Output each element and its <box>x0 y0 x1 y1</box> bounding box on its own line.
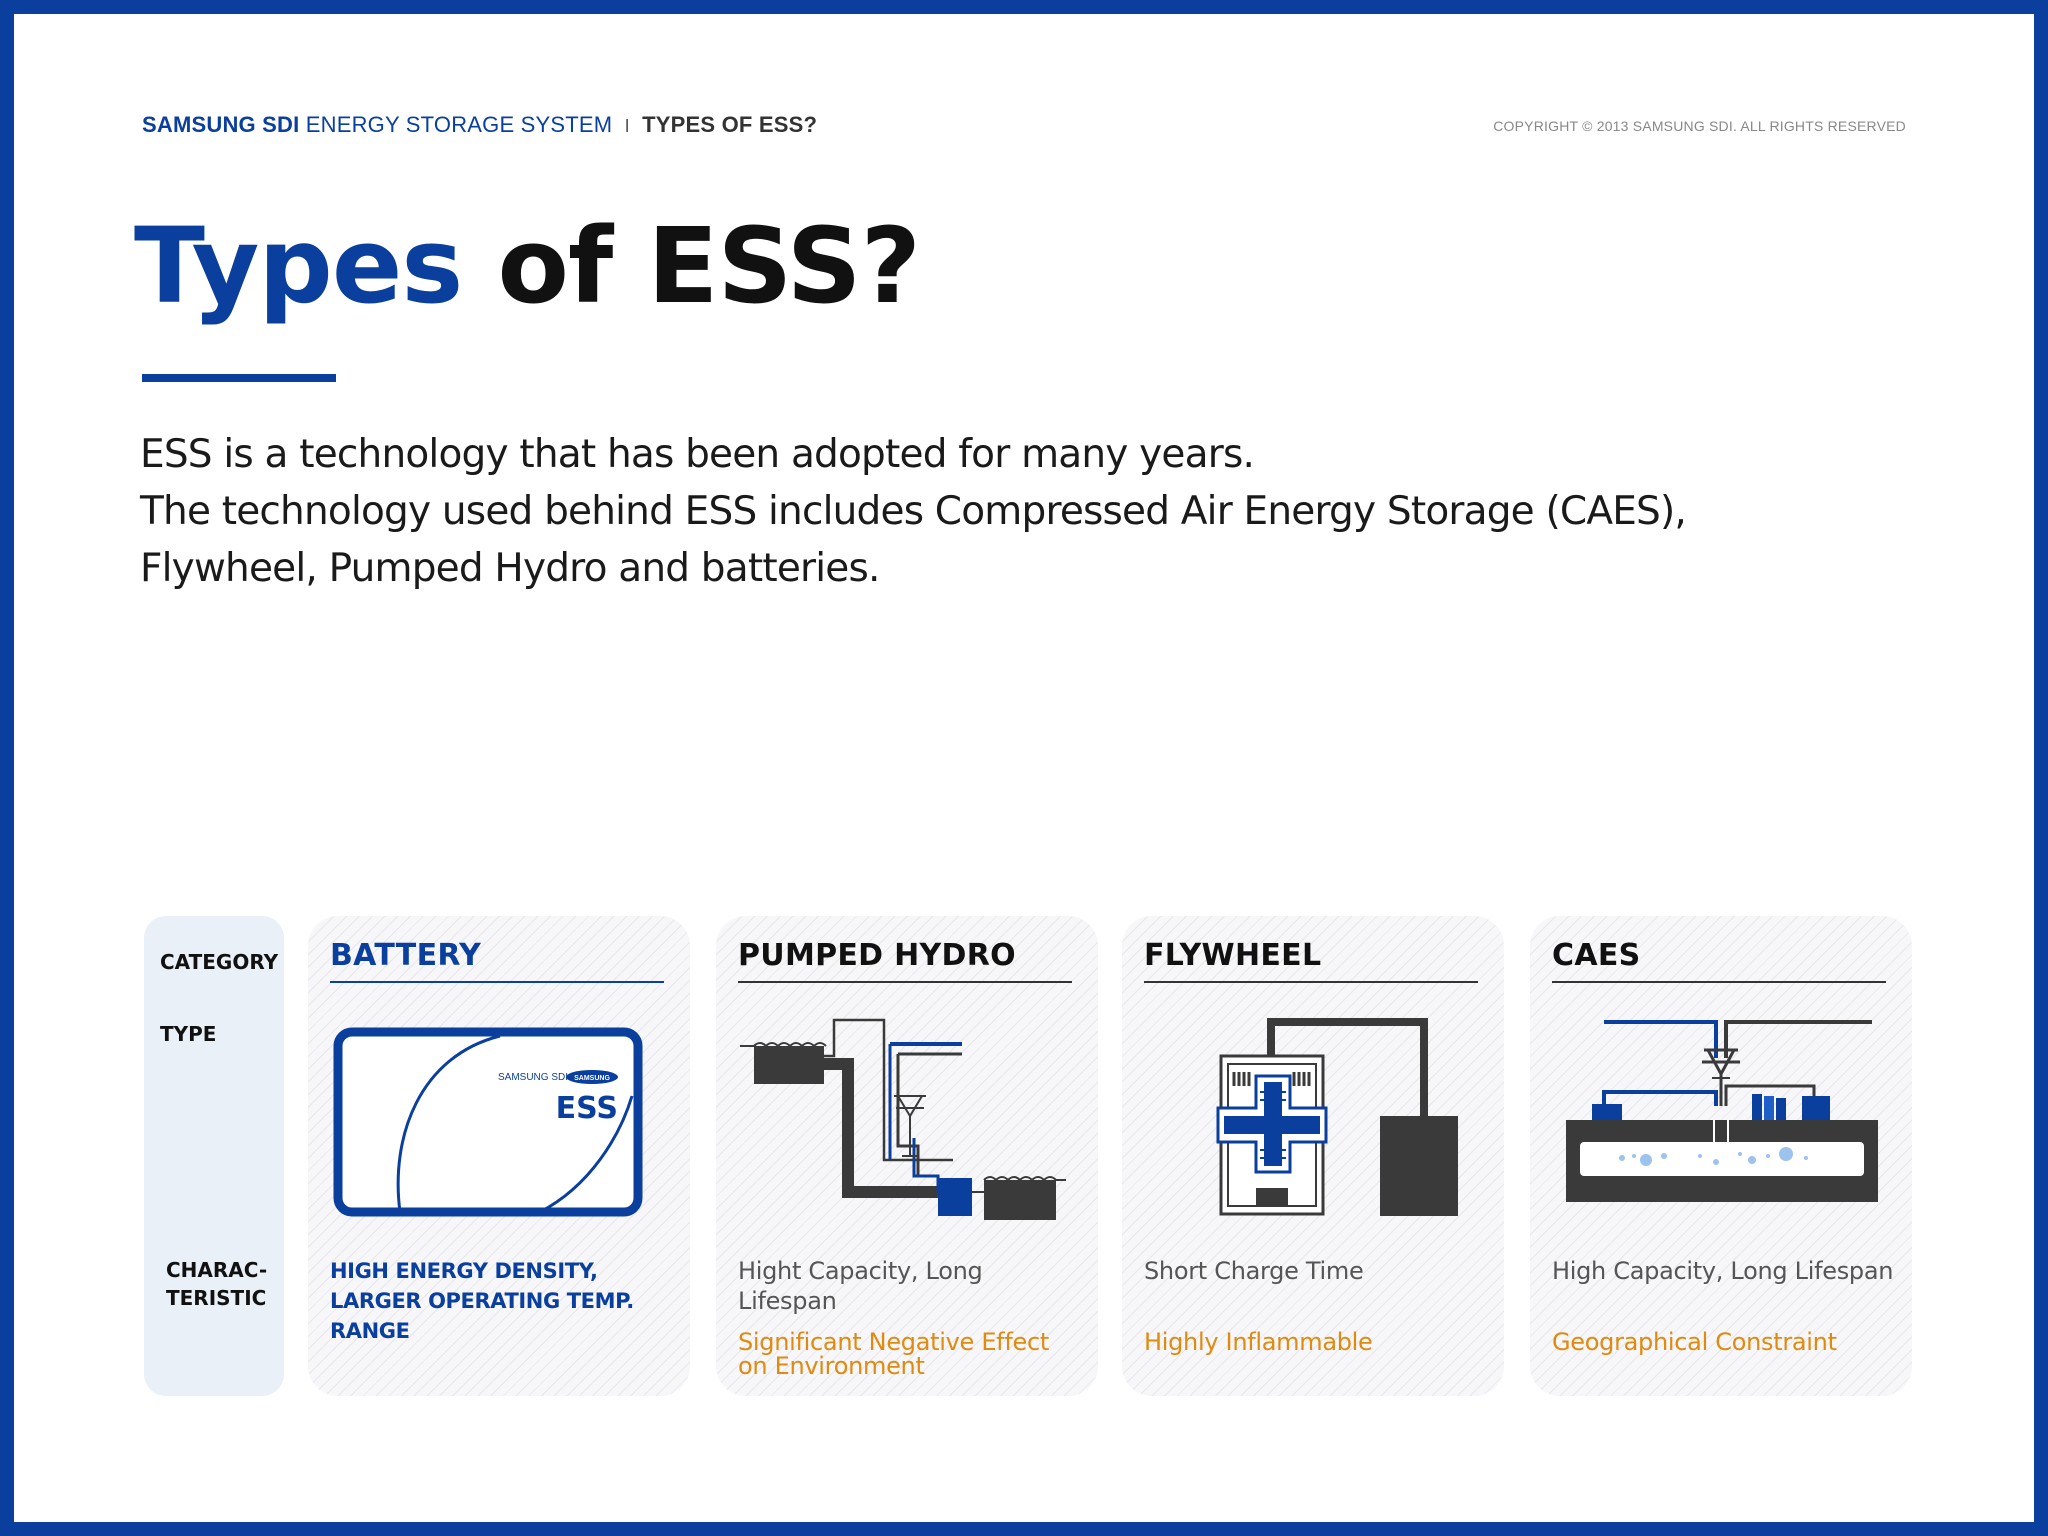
header-brand: SAMSUNG SDI <box>142 112 300 137</box>
battery-icon-logo-text: SAMSUNG <box>574 1075 610 1082</box>
copyright-notice: COPYRIGHT © 2013 SAMSUNG SDI. ALL RIGHTS… <box>1493 118 1906 134</box>
intro-line: Flywheel, Pumped Hydro and batteries. <box>140 546 880 591</box>
card-battery: BATTERY SAMSUNG SDI SAMSUNG ESS HIGH ENE… <box>308 916 690 1396</box>
card-title: FLYWHEEL <box>1144 938 1478 983</box>
characteristic-line: LARGER OPERATING TEMP. RANGE <box>330 1289 634 1343</box>
card-flywheel: FLYWHEEL Short Charge Time Highly Inflam… <box>1122 916 1504 1396</box>
header-breadcrumb: SAMSUNG SDI ENERGY STORAGE SYSTEM I TYPE… <box>142 112 817 138</box>
battery-icon-ess-text: ESS <box>556 1091 618 1126</box>
battery-ess-card-icon: SAMSUNG SDI SAMSUNG ESS <box>333 1027 643 1217</box>
card-weakness: Geographical Constraint <box>1552 1330 1902 1354</box>
card-strength: Hight Capacity, Long Lifespan <box>738 1257 983 1315</box>
weakness-line: Highly Inflammable <box>1144 1328 1373 1356</box>
characteristic-label: CHARAC- TERISTIC <box>166 1256 267 1312</box>
intro-text: ESS is a technology that has been adopte… <box>140 426 1740 597</box>
card-characteristic: HIGH ENERGY DENSITY, LARGER OPERATING TE… <box>330 1256 680 1346</box>
card-title: BATTERY <box>330 938 664 983</box>
title-highlight: Types <box>134 205 463 327</box>
intro-line: The technology used behind ESS includes … <box>140 489 1687 534</box>
caes-icon <box>1566 1020 1878 1202</box>
characteristic-line: HIGH ENERGY DENSITY, <box>330 1259 598 1283</box>
type-label: TYPE <box>160 1022 217 1046</box>
card-title: PUMPED HYDRO <box>738 938 1072 983</box>
header-separator: I <box>624 116 630 136</box>
card-strength: Short Charge Time <box>1144 1257 1364 1285</box>
battery-icon-brand-text: SAMSUNG SDI <box>498 1072 568 1083</box>
card-title: CAES <box>1552 938 1886 983</box>
characteristic-label-line1: CHARAC- <box>166 1258 268 1282</box>
card-weakness: Significant Negative Effect on Environme… <box>738 1330 1088 1378</box>
card-weakness: Highly Inflammable <box>1144 1330 1494 1354</box>
card-caes: CAES High Capacity, Long Lifespan <box>1530 916 1912 1396</box>
header-section: TYPES OF ESS? <box>642 112 818 137</box>
weakness-line: Significant Negative Effect <box>738 1328 1049 1356</box>
pumped-hydro-icon <box>740 1018 1066 1220</box>
weakness-line: Geographical Constraint <box>1552 1328 1837 1356</box>
weakness-line: on Environment <box>738 1352 925 1380</box>
title-rest: of ESS? <box>497 205 921 327</box>
page-title: Types of ESS? <box>134 205 921 327</box>
category-column: CATEGORY TYPE CHARAC- TERISTIC <box>144 916 284 1396</box>
flywheel-icon <box>1216 1018 1458 1216</box>
characteristic-label-line2: TERISTIC <box>166 1286 267 1310</box>
intro-line: ESS is a technology that has been adopte… <box>140 432 1255 477</box>
card-strength: High Capacity, Long Lifespan <box>1552 1257 1894 1285</box>
card-pumped-hydro: PUMPED HYDRO Hight Capacity, Long Lifesp… <box>716 916 1098 1396</box>
category-label: CATEGORY <box>160 950 279 974</box>
header-product: ENERGY STORAGE SYSTEM <box>305 112 613 137</box>
title-underline <box>142 374 336 382</box>
